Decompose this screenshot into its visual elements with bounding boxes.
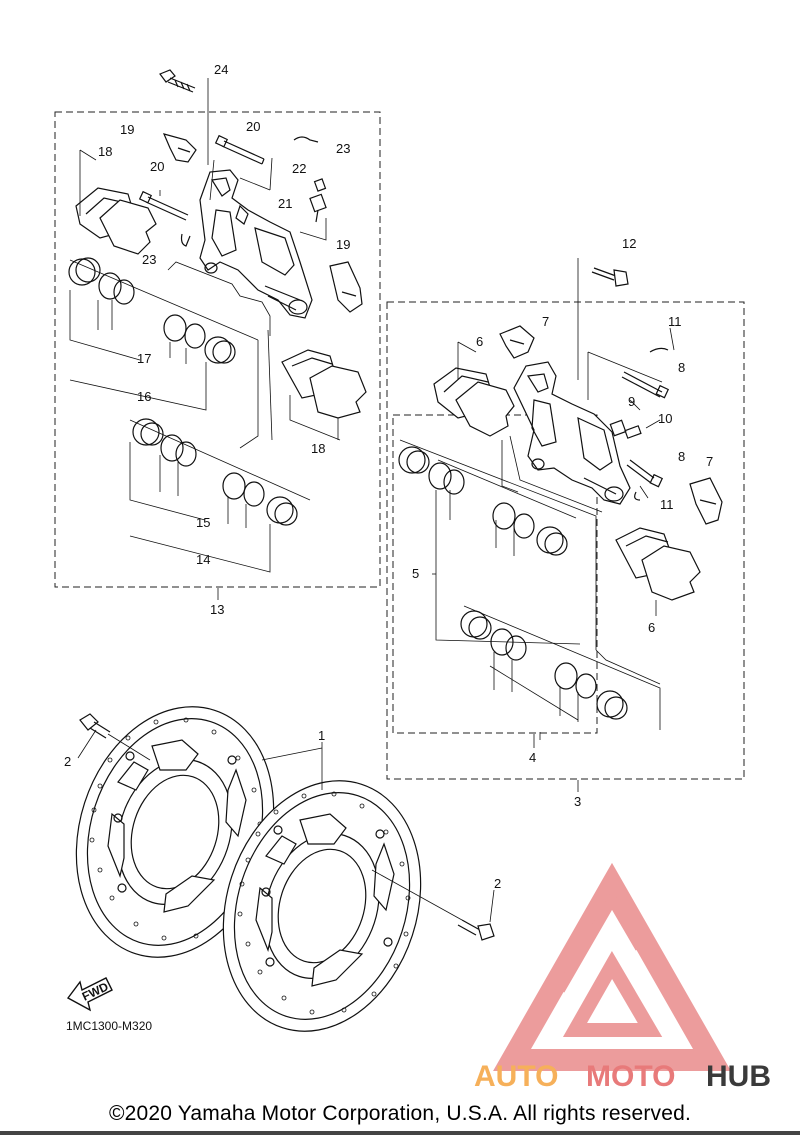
callout-7-upper[interactable]: 7 <box>542 314 549 329</box>
callout-19-lower[interactable]: 19 <box>336 237 350 252</box>
callout-11-lower[interactable]: 11 <box>660 497 674 512</box>
bolt-12 <box>578 258 628 380</box>
bleed-screw-21-22 <box>310 179 326 222</box>
callout-20-upper[interactable]: 20 <box>246 119 260 134</box>
brake-disc-right <box>192 755 452 1057</box>
callout-6-upper[interactable]: 6 <box>476 334 483 349</box>
pad-spring-19-upper <box>164 134 196 162</box>
pad-spring-19-lower <box>330 262 362 312</box>
callout-20-lower[interactable]: 20 <box>150 159 164 174</box>
fwd-label: FWD <box>80 979 111 1003</box>
callout-5[interactable]: 5 <box>412 566 419 581</box>
pin-8-lower <box>627 460 662 487</box>
left-caliper-assembly <box>69 70 366 572</box>
callout-23-lower[interactable]: 23 <box>142 252 156 267</box>
callout-9[interactable]: 9 <box>628 394 635 409</box>
group-leader-lines <box>77 573 579 792</box>
callout-18-upper[interactable]: 18 <box>98 144 112 159</box>
right-caliper-assembly <box>399 258 722 740</box>
callout-23-upper[interactable]: 23 <box>336 141 350 156</box>
bottom-rule <box>0 1131 800 1135</box>
callout-8-upper[interactable]: 8 <box>678 360 685 375</box>
watermark-text: AUTO MOTO HUB <box>474 1060 771 1093</box>
bleed-screw-9-10 <box>610 420 641 438</box>
pad-spring-7-upper <box>500 326 534 358</box>
right-leader-lines <box>400 328 674 740</box>
left-leader-lines <box>70 150 340 572</box>
diagram-code: 1MC1300-M320 <box>66 1019 152 1033</box>
pin-20-lower <box>140 192 188 220</box>
right-caliper-body <box>514 362 630 504</box>
watermark-logo <box>493 862 731 1071</box>
callout-4[interactable]: 4 <box>529 750 536 765</box>
callout-22[interactable]: 22 <box>292 161 306 176</box>
brake-pad-18-lower <box>282 350 366 418</box>
callout-7-lower[interactable]: 7 <box>706 454 713 469</box>
piston-set-5-upper <box>399 447 567 555</box>
clip-23-upper <box>294 137 318 142</box>
callout-15[interactable]: 15 <box>196 515 210 530</box>
callout-17[interactable]: 17 <box>137 351 151 366</box>
callout-21[interactable]: 21 <box>278 196 292 211</box>
piston-set-16-17 <box>69 258 235 363</box>
pin-8-upper <box>622 372 668 398</box>
piston-set-14-15 <box>133 419 297 525</box>
copyright-notice: ©2020 Yamaha Motor Corporation, U.S.A. A… <box>108 1102 692 1125</box>
callout-24[interactable]: 24 <box>214 62 228 77</box>
callout-labels: 24 20 19 23 18 20 22 21 19 23 17 16 18 1… <box>64 62 713 891</box>
clip-11-upper <box>650 348 668 352</box>
left-caliper-body <box>200 170 312 318</box>
callout-18-lower[interactable]: 18 <box>311 441 325 456</box>
callout-10[interactable]: 10 <box>658 411 672 426</box>
piston-set-4-lower <box>461 611 627 719</box>
group-box-13 <box>54 111 381 588</box>
callout-3[interactable]: 3 <box>574 794 581 809</box>
callout-2-left[interactable]: 2 <box>64 754 71 769</box>
callout-11-upper[interactable]: 11 <box>668 314 682 329</box>
callout-16[interactable]: 16 <box>137 389 151 404</box>
pad-spring-7-lower <box>690 478 722 524</box>
callout-8-lower[interactable]: 8 <box>678 449 685 464</box>
watermark-moto: MOTO <box>586 1060 675 1093</box>
pin-20-upper <box>216 136 264 164</box>
group-box-3 <box>386 301 745 780</box>
disc-bolt-2-left <box>80 714 150 760</box>
callout-6-lower[interactable]: 6 <box>648 620 655 635</box>
callout-13[interactable]: 13 <box>210 602 224 617</box>
brake-pad-6-upper <box>434 368 514 436</box>
fwd-arrow-icon: FWD <box>66 977 113 1012</box>
callout-14[interactable]: 14 <box>196 552 210 567</box>
disc-bolt-2-right <box>372 870 494 940</box>
callout-12[interactable]: 12 <box>622 236 636 251</box>
clip-23-lower <box>182 234 191 246</box>
brake-pad-18-upper <box>76 188 156 254</box>
watermark-hub: HUB <box>706 1060 771 1093</box>
callout-2-right[interactable]: 2 <box>494 876 501 891</box>
callout-19-upper[interactable]: 19 <box>120 122 134 137</box>
brake-pad-6-lower <box>616 528 700 600</box>
clip-11-lower <box>635 492 640 500</box>
watermark-auto: AUTO <box>474 1060 558 1093</box>
bolt-24 <box>160 70 208 165</box>
callout-1[interactable]: 1 <box>318 728 325 743</box>
disc-right-holes <box>238 792 410 1014</box>
